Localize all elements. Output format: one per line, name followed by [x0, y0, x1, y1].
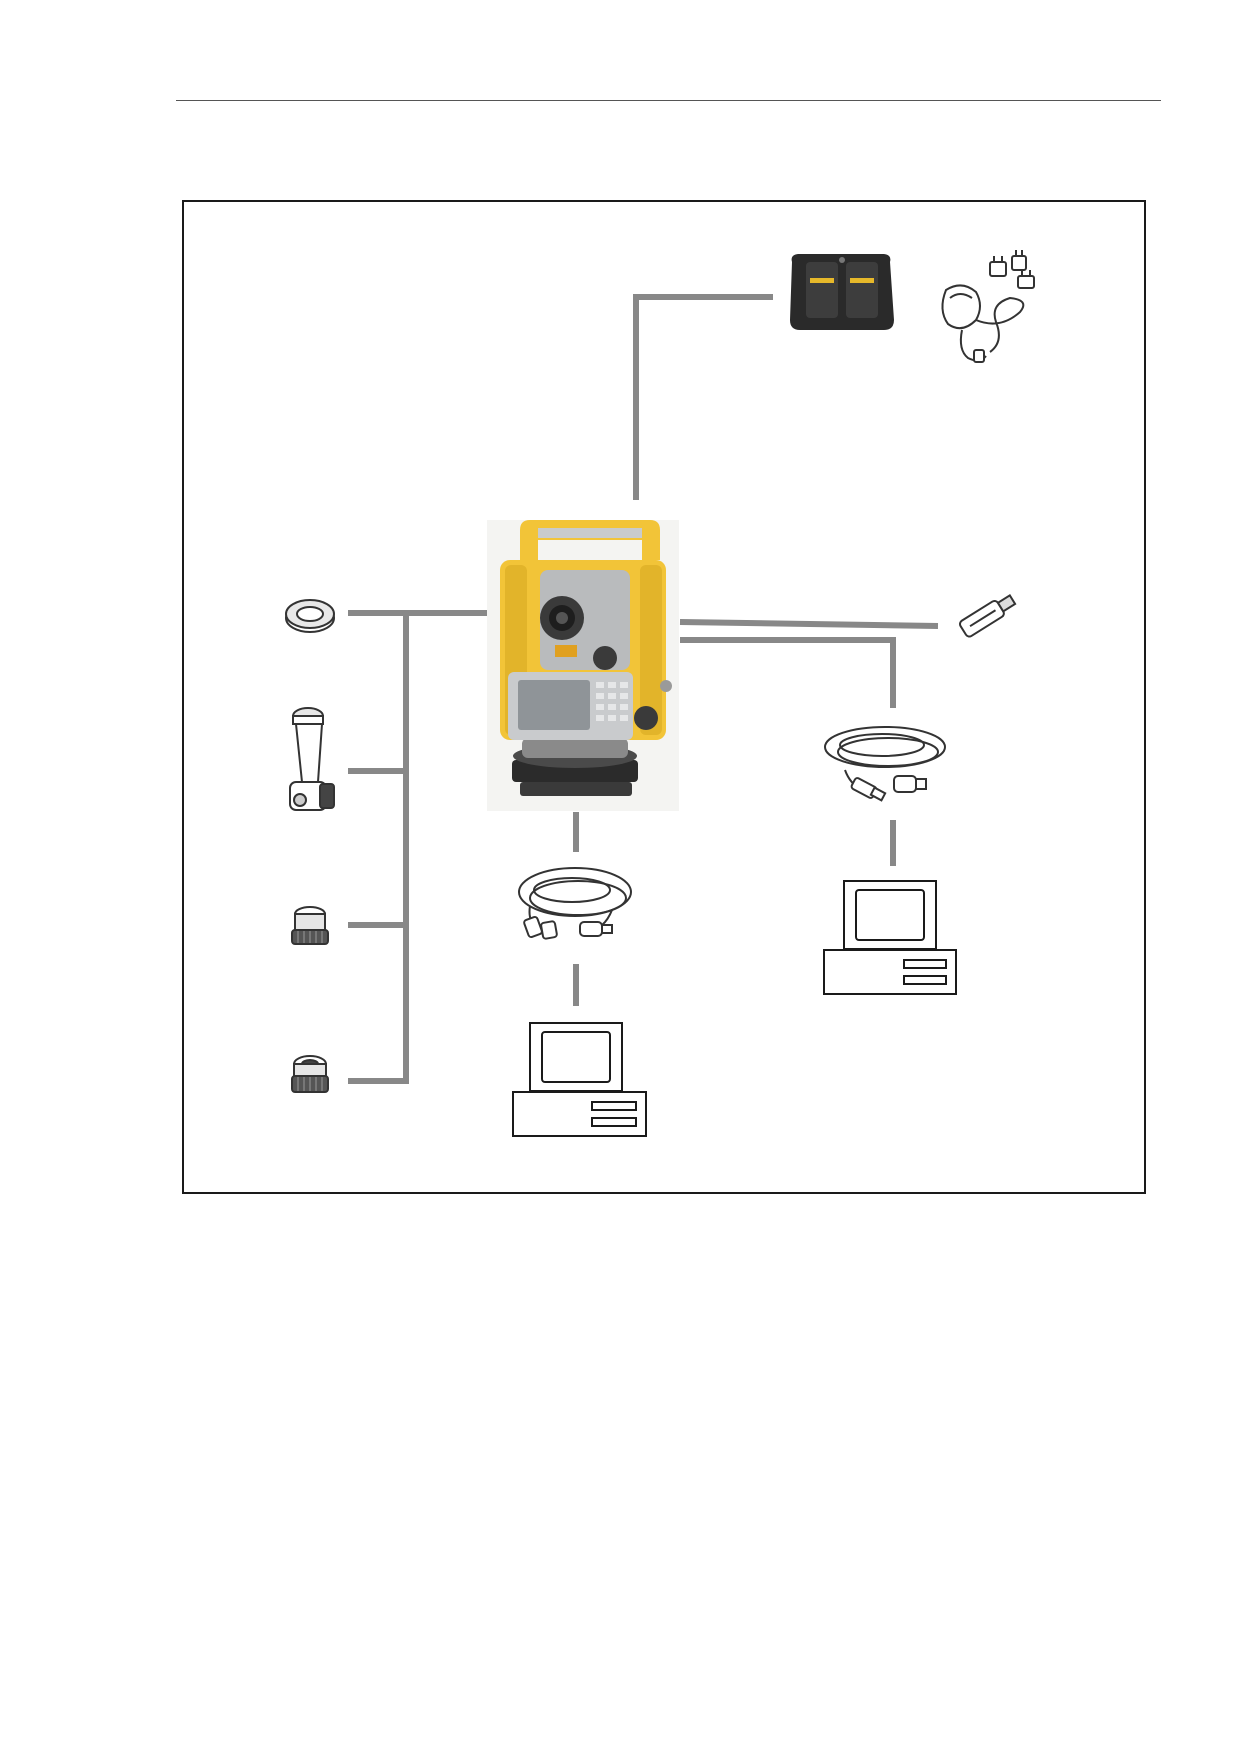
connectors — [348, 294, 939, 1084]
dual-battery-charger-icon — [790, 254, 894, 330]
usb-memory-stick-icon — [959, 594, 1017, 638]
connector-usb-stick — [679, 619, 939, 629]
connector-charger — [633, 294, 773, 500]
usb-cable-icon — [824, 726, 946, 802]
diagonal-eyepiece-icon — [289, 707, 335, 811]
desktop-computer-icon — [512, 1022, 647, 1137]
diopter-ring-icon — [285, 599, 335, 633]
serial-data-cable-icon — [518, 867, 632, 940]
header-rule — [176, 100, 1161, 101]
desktop-computer-icon — [823, 880, 957, 995]
eyepiece-lens-knurled-icon — [291, 1055, 329, 1093]
total-station-icon — [487, 520, 679, 811]
connector-usb-cable — [680, 637, 896, 708]
eyepiece-lens-icon — [291, 906, 329, 945]
connector-accessory-trunk — [348, 610, 488, 1084]
power-adapter-with-plugs-icon — [941, 250, 1035, 363]
